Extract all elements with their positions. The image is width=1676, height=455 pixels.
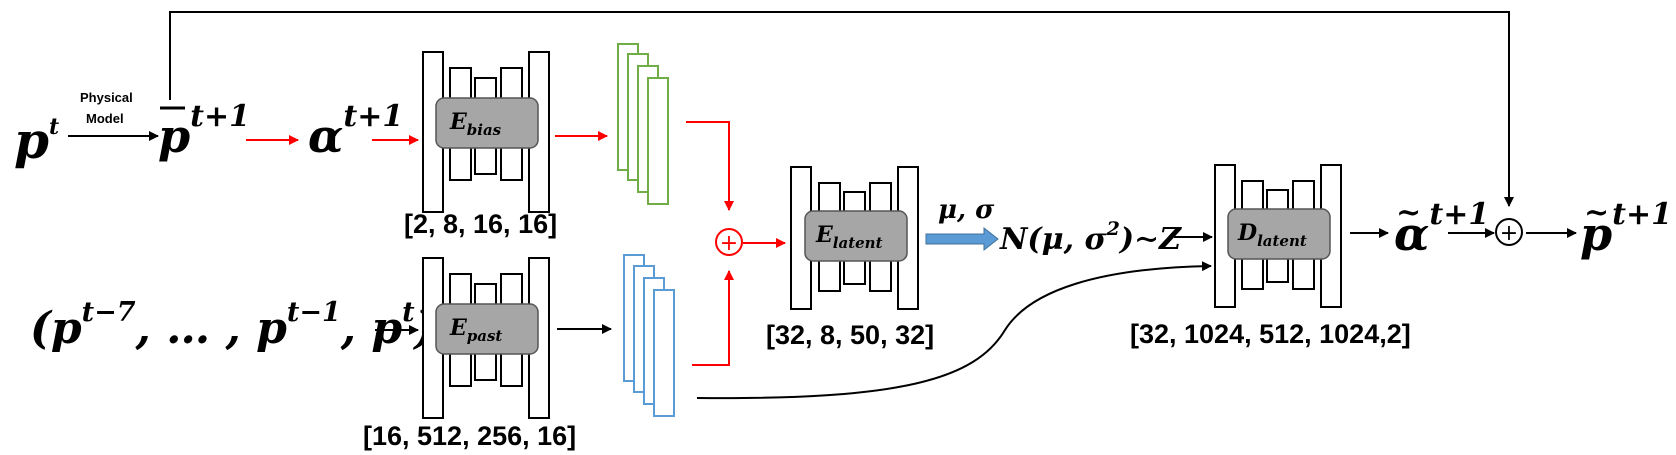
past-sequence-input: (pt−7, … , pt−1, pt) — [30, 297, 435, 354]
alpha-tilde-tilde: ~ — [1396, 195, 1421, 230]
output-plus-node: + — [1495, 218, 1523, 246]
past-to-plus-connector — [692, 270, 734, 366]
d-latent-block: Dlatent — [1214, 164, 1342, 308]
d-latent-label: Dlatent — [1237, 220, 1307, 250]
e-bias-label: Ebias — [449, 109, 502, 139]
physical-model-label-line1: Physical — [80, 90, 133, 105]
skip-connection-line — [169, 11, 1514, 207]
e-past-label: Epast — [449, 315, 502, 345]
latent-distribution: N(μ, σ2)∼Z — [999, 218, 1182, 257]
e-bias-dims: [2, 8, 16, 16] — [404, 209, 557, 239]
mu-sigma-label: μ, σ — [938, 195, 995, 225]
p-t-input: pt — [14, 111, 59, 170]
merge-plus-node: + — [715, 228, 743, 256]
alpha-tilde-t1: αt+1 — [1394, 197, 1489, 261]
past-features-to-decoder-curve — [696, 261, 1212, 400]
e-latent-block: Elatent — [790, 166, 919, 310]
alpha-t1: αt+1 — [308, 99, 403, 163]
output-plus-symbol: + — [1500, 221, 1518, 246]
latent-thick-arrow — [925, 226, 999, 252]
d-latent-dims: [32, 1024, 512, 1024,2] — [1130, 319, 1411, 349]
p-bar-t1: pt+1 — [158, 99, 250, 163]
past-feature-maps — [623, 254, 675, 417]
e-past-dims: [16, 512, 256, 16] — [363, 421, 576, 451]
e-latent-dims: [32, 8, 50, 32] — [766, 320, 934, 350]
e-bias-block: Ebias — [422, 51, 550, 213]
p-tilde-t1: pt+1 — [1580, 197, 1672, 261]
bias-feature-maps — [617, 43, 669, 205]
e-latent-label: Elatent — [815, 222, 883, 252]
physical-model-label-line2: Model — [86, 111, 124, 126]
e-past-block: Epast — [422, 257, 550, 419]
bias-to-plus-connector — [686, 121, 734, 211]
merge-plus-symbol: + — [720, 231, 738, 256]
p-tilde-tilde: ~ — [1584, 195, 1609, 230]
